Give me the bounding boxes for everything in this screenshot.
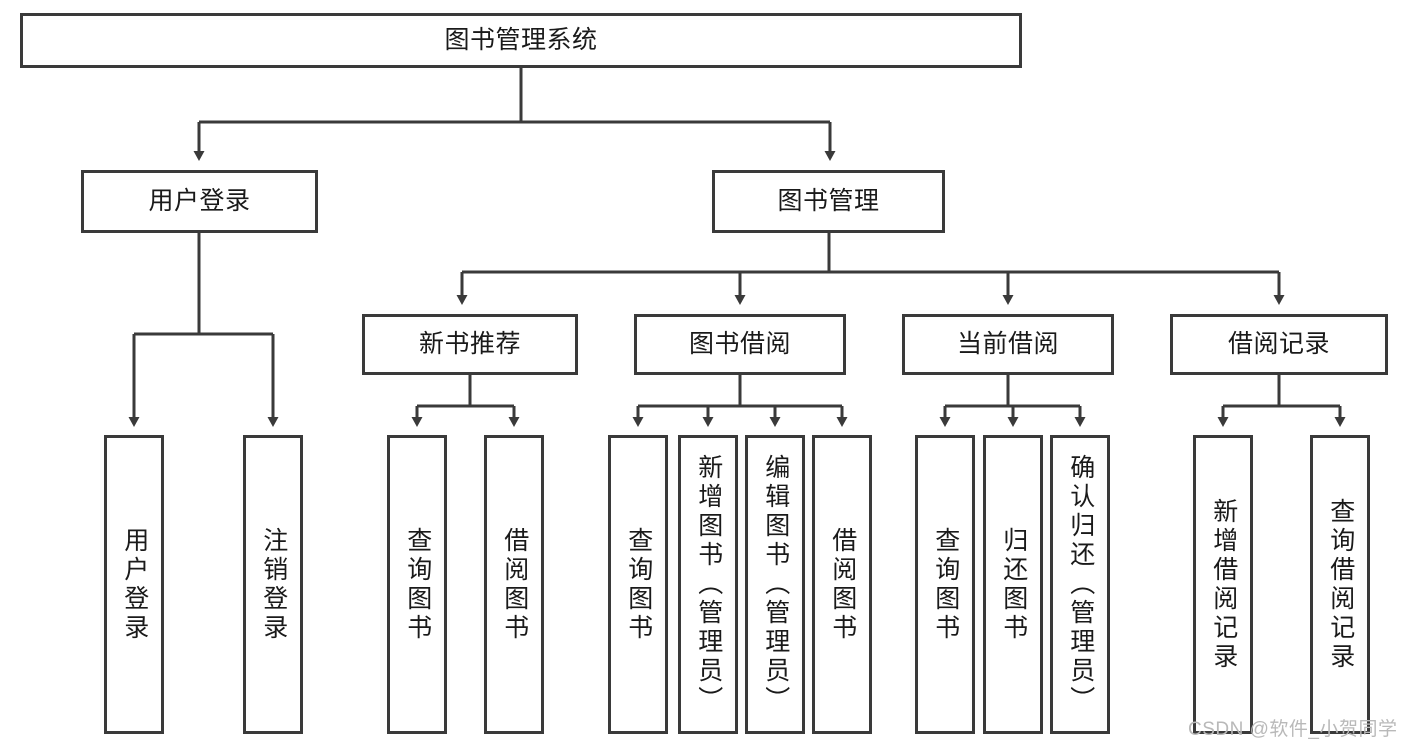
node-book-management[interactable]: 图书管理 bbox=[712, 170, 945, 233]
node-leaf-borrow-book-2[interactable]: 借阅图书 bbox=[812, 435, 872, 734]
node-root-label: 图书管理系统 bbox=[444, 25, 598, 54]
node-leaf-query-record-label: 查询借阅记录 bbox=[1326, 497, 1355, 672]
node-leaf-add-record-label: 新增借阅记录 bbox=[1209, 497, 1238, 672]
node-leaf-query-book-2-label: 查询图书 bbox=[624, 526, 653, 643]
node-leaf-query-book-3[interactable]: 查询图书 bbox=[915, 435, 975, 734]
node-leaf-return-book-label: 归还图书 bbox=[999, 526, 1028, 643]
node-leaf-confirm-return[interactable]: 确认归还（管理员） bbox=[1050, 435, 1110, 734]
node-leaf-add-book-label: 新增图书（管理员） bbox=[694, 454, 723, 715]
node-user-login[interactable]: 用户登录 bbox=[81, 170, 318, 233]
node-leaf-user-login[interactable]: 用户登录 bbox=[104, 435, 164, 734]
node-current-borrow[interactable]: 当前借阅 bbox=[902, 314, 1114, 375]
node-leaf-return-book[interactable]: 归还图书 bbox=[983, 435, 1043, 734]
node-leaf-query-book-3-label: 查询图书 bbox=[931, 526, 960, 643]
node-leaf-borrow-book-1[interactable]: 借阅图书 bbox=[484, 435, 544, 734]
node-leaf-user-login-label: 用户登录 bbox=[120, 526, 149, 643]
node-root[interactable]: 图书管理系统 bbox=[20, 13, 1022, 68]
node-book-management-label: 图书管理 bbox=[777, 186, 880, 215]
node-current-borrow-label: 当前借阅 bbox=[956, 329, 1059, 358]
node-leaf-query-book-1-label: 查询图书 bbox=[403, 526, 432, 643]
node-leaf-edit-book-label: 编辑图书（管理员） bbox=[761, 454, 790, 715]
node-new-book-recommend-label: 新书推荐 bbox=[418, 329, 521, 358]
node-new-book-recommend[interactable]: 新书推荐 bbox=[362, 314, 578, 375]
node-borrow-record-label: 借阅记录 bbox=[1227, 329, 1330, 358]
node-leaf-edit-book[interactable]: 编辑图书（管理员） bbox=[745, 435, 805, 734]
node-user-login-label: 用户登录 bbox=[148, 186, 251, 215]
node-leaf-user-logout[interactable]: 注销登录 bbox=[243, 435, 303, 734]
node-leaf-confirm-return-label: 确认归还（管理员） bbox=[1066, 454, 1095, 715]
node-leaf-query-record[interactable]: 查询借阅记录 bbox=[1310, 435, 1370, 734]
node-borrow-record[interactable]: 借阅记录 bbox=[1170, 314, 1388, 375]
node-leaf-query-book-1[interactable]: 查询图书 bbox=[387, 435, 447, 734]
node-leaf-query-book-2[interactable]: 查询图书 bbox=[608, 435, 668, 734]
node-book-borrow-label: 图书借阅 bbox=[688, 329, 791, 358]
node-leaf-user-logout-label: 注销登录 bbox=[259, 526, 288, 643]
node-leaf-add-book[interactable]: 新增图书（管理员） bbox=[678, 435, 738, 734]
node-leaf-borrow-book-1-label: 借阅图书 bbox=[500, 526, 529, 643]
node-leaf-add-record[interactable]: 新增借阅记录 bbox=[1193, 435, 1253, 734]
node-leaf-borrow-book-2-label: 借阅图书 bbox=[828, 526, 857, 643]
node-book-borrow[interactable]: 图书借阅 bbox=[634, 314, 846, 375]
csdn-watermark: CSDN @软件_小贺同学 bbox=[1188, 719, 1398, 740]
